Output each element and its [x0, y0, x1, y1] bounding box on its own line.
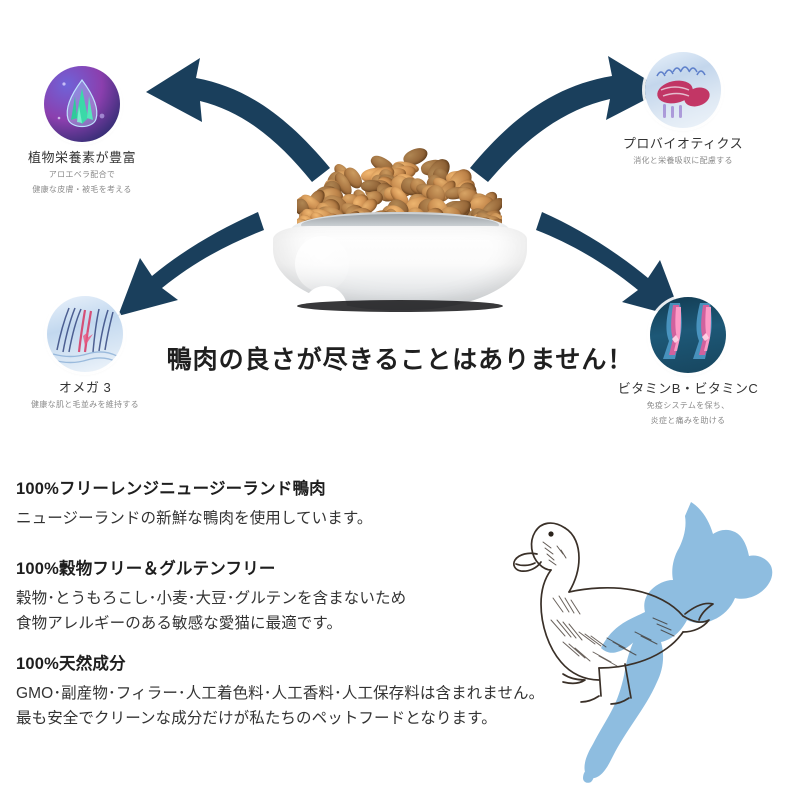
- copy-heading: 100%天然成分: [16, 655, 126, 673]
- benefit-subtitle-line1: 免疫システムを保ち、: [646, 401, 730, 411]
- copy-block-grain-free: 100%穀物フリー＆グルテンフリー 穀物･とうもろこし･小麦･大豆･グルテンを含…: [16, 557, 406, 636]
- copy-heading: 100%フリーレンジニュージーランド鴨肉: [16, 480, 326, 498]
- benefit-title: ビタミンB・ビタミンC: [617, 381, 759, 396]
- copy-block-natural: 100%天然成分 GMO･副産物･フィラー･人工着色料･人工香料･人工保存料は含…: [16, 652, 544, 731]
- benefit-title: プロバイオティクス: [622, 136, 744, 151]
- duck-eye: [548, 531, 554, 537]
- copy-line: 最も安全でクリーンな成分だけが私たちのペットフードとなります。: [16, 709, 497, 727]
- copy-line: ニュージーランドの新鮮な鴨肉を使用しています。: [16, 509, 373, 527]
- copy-block-free-range: 100%フリーレンジニュージーランド鴨肉 ニュージーランドの新鮮な鴨肉を使用して…: [16, 477, 372, 531]
- probiotics-bacteria-icon: [645, 52, 721, 128]
- benefits-section: 植物栄養素が豊富 アロエベラ配合で 健康な皮膚・被毛を考える: [0, 52, 793, 427]
- arrow-up-left: [146, 58, 330, 182]
- arrow-up-right: [470, 56, 664, 182]
- benefit-title: オメガ 3: [58, 380, 112, 395]
- bowl-highlight: [295, 236, 349, 292]
- benefit-subtitle-line2: 炎症と痛みを助ける: [650, 416, 726, 426]
- benefit-subtitle-line2: 健康な皮膚・被毛を考える: [32, 185, 132, 195]
- benefit-item-probiotics: プロバイオティクス 消化と栄養吸収に配慮する: [578, 52, 788, 167]
- copy-line: GMO･副産物･フィラー･人工着色料･人工香料･人工保存料は含まれません。: [16, 684, 545, 702]
- arrow-down-right: [536, 212, 682, 318]
- nz-duck-artwork: [495, 500, 795, 785]
- headline: 鴨肉の良さが尽きることはありません！: [166, 346, 634, 374]
- benefit-item-phytonutrients: 植物栄養素が豊富 アロエベラ配合で 健康な皮膚・被毛を考える: [0, 66, 187, 196]
- benefit-subtitle-line1: アロエベラ配合で: [48, 170, 116, 180]
- duck-sketch: [512, 522, 714, 705]
- new-zealand-map: [583, 502, 773, 783]
- fur-strands-icon: [47, 296, 123, 372]
- arrow-down-left: [118, 212, 264, 316]
- benefit-title: 植物栄養素が豊富: [27, 150, 136, 165]
- arrow-layer: [118, 56, 682, 318]
- copy-section: 100%フリーレンジニュージーランド鴨肉 ニュージーランドの新鮮な鴨肉を使用して…: [0, 455, 800, 800]
- benefit-item-omega3: オメガ 3 健康な肌と毛並みを維持する: [0, 296, 190, 411]
- benefit-item-vitamins: ビタミンB・ビタミンC 免疫システムを保ち、 炎症と痛みを助ける: [583, 297, 793, 427]
- pet-food-bowl: [255, 140, 545, 315]
- joint-bones-icon: [650, 297, 726, 373]
- copy-line: 食物アレルギーのある敏感な愛猫に最適です。: [16, 614, 343, 632]
- benefit-subtitle-line1: 消化と栄養吸収に配慮する: [633, 156, 733, 166]
- leaf-droplet-icon: [44, 66, 120, 142]
- copy-line: 穀物･とうもろこし･小麦･大豆･グルテンを含まないため: [16, 589, 407, 607]
- copy-heading: 100%穀物フリー＆グルテンフリー: [16, 560, 276, 578]
- benefit-subtitle-line1: 健康な肌と毛並みを維持する: [31, 400, 139, 410]
- bowl-base-ring: [297, 300, 503, 312]
